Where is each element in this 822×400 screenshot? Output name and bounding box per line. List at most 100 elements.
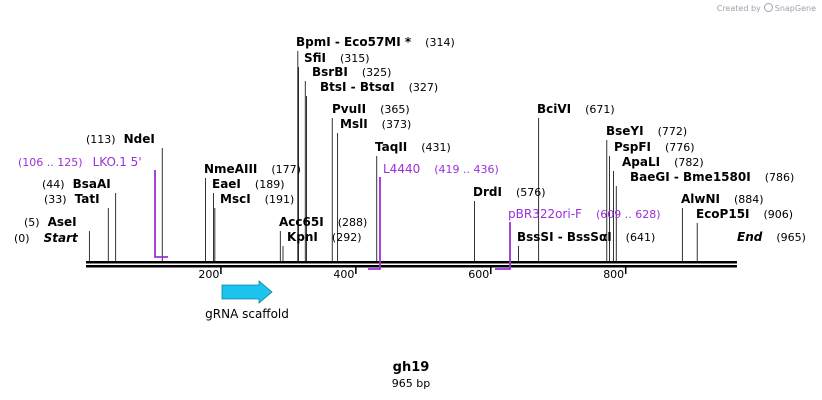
site-label[interactable]: (0) Start: [14, 231, 79, 245]
site-name: PvuII: [332, 102, 366, 116]
site-name: SfiI: [304, 51, 326, 65]
site-coordinate: (113): [86, 133, 116, 146]
site-label[interactable]: EcoP15I (906): [696, 207, 793, 221]
site-name: MslI: [340, 117, 368, 131]
site-coordinate: (5): [24, 216, 40, 229]
site-name: BaeGI - Bme1580I: [630, 170, 751, 184]
site-name: ApaLI: [622, 155, 660, 169]
primer-name: L4440: [383, 162, 420, 176]
site-label[interactable]: SfiI (315): [304, 51, 370, 65]
site-label[interactable]: BtsI - BtsαI(327): [320, 80, 438, 94]
site-coordinate: (671): [585, 103, 615, 116]
site-label[interactable]: ApaLI (782): [622, 155, 704, 169]
ruler-tick-label: 600: [468, 268, 489, 281]
site-name: MscI: [220, 192, 251, 206]
site-coordinate: (965): [776, 231, 806, 244]
backbone-strand-top: [86, 261, 737, 264]
site-name: BciVI: [537, 102, 571, 116]
site-coordinate: (315): [340, 52, 370, 65]
site-name: KpnI: [287, 230, 318, 244]
site-label[interactable]: DrdI (576): [473, 185, 546, 199]
site-label[interactable]: TaqII (431): [375, 140, 451, 154]
site-label[interactable]: (113) NdeI: [86, 132, 155, 146]
site-name: EcoP15I: [696, 207, 750, 221]
site-name: EaeI: [212, 177, 241, 191]
primer-label[interactable]: L4440(419 .. 436): [383, 162, 499, 176]
site-name: PspFI: [614, 140, 651, 154]
site-label[interactable]: KpnI (292): [287, 230, 362, 244]
primer-marker[interactable]: [154, 170, 168, 258]
primer-range: (609 .. 628): [596, 208, 661, 221]
site-name: BsaAI: [73, 177, 111, 191]
site-coordinate: (325): [362, 66, 392, 79]
primer-marker[interactable]: [368, 177, 381, 270]
backbone-strand-bottom: [86, 265, 737, 268]
site-coordinate: (906): [764, 208, 794, 221]
site-name: NmeAIII: [204, 162, 257, 176]
sequence-name: gh19: [392, 360, 430, 375]
site-label[interactable]: MscI(191): [220, 192, 294, 206]
site-label[interactable]: MslI(373): [340, 117, 411, 131]
site-name: BssSI - BssSαI: [517, 230, 612, 244]
site-coordinate: (772): [658, 125, 688, 138]
site-name: BseYI: [606, 124, 644, 138]
feature-track: gRNA scaffold: [205, 280, 289, 321]
site-coordinate: (44): [42, 178, 65, 191]
site-coordinate: (641): [626, 231, 656, 244]
ruler-ticks: 200 400 600 800: [198, 267, 627, 281]
site-name: TaqII: [375, 140, 407, 154]
site-label[interactable]: BsrBI (325): [312, 65, 391, 79]
site-label[interactable]: (33)TatI: [44, 192, 100, 206]
site-coordinate: (33): [44, 193, 67, 206]
restriction-sites: (0) Start (5)AseI (33)TatI(44) BsaAI (113) Nde…: [14, 35, 806, 261]
site-name: DrdI: [473, 185, 502, 199]
ruler-tick-label: 800: [603, 268, 624, 281]
primer-sites: (106 .. 125) LKO.1 5' L4440(419 .. 436) pBR…: [18, 155, 661, 270]
site-coordinate: (431): [421, 141, 451, 154]
site-coordinate: (288): [338, 216, 368, 229]
site-label[interactable]: BseYI (772): [606, 124, 687, 138]
site-label[interactable]: AlwNI (884): [681, 192, 764, 206]
site-name: BtsI - BtsαI: [320, 80, 395, 94]
primer-range: (106 .. 125): [18, 156, 83, 169]
site-name: NdeI: [124, 132, 155, 146]
site-coordinate: (884): [734, 193, 764, 206]
site-label[interactable]: PspFI (776): [614, 140, 695, 154]
site-label[interactable]: End (965): [737, 230, 806, 244]
ruler-tick-label: 400: [333, 268, 354, 281]
watermark-brand: SnapGene: [774, 4, 816, 13]
site-name: Start: [44, 231, 79, 245]
site-coordinate: (365): [380, 103, 410, 116]
site-label[interactable]: EaeI(189): [212, 177, 285, 191]
site-label[interactable]: PvuII (365): [332, 102, 410, 116]
site-name: BpmI - Eco57MI *: [296, 35, 412, 49]
site-label[interactable]: NmeAIII(177): [204, 162, 301, 176]
site-name: AlwNI: [681, 192, 720, 206]
feature-arrow[interactable]: [221, 280, 273, 304]
feature-label[interactable]: gRNA scaffold: [205, 307, 289, 321]
ruler-tick-label: 200: [198, 268, 219, 281]
site-name: Acc65I: [279, 215, 324, 229]
primer-name: LKO.1 5': [93, 155, 142, 169]
primer-label[interactable]: (106 .. 125) LKO.1 5': [18, 155, 142, 169]
primer-label[interactable]: pBR322ori-F (609 .. 628): [508, 207, 661, 221]
site-label[interactable]: BssSI - BssSαI (641): [517, 230, 655, 244]
site-label[interactable]: (5)AseI: [24, 215, 77, 229]
site-label[interactable]: (44) BsaAI: [42, 177, 111, 191]
primer-name: pBR322ori-F: [508, 207, 582, 221]
site-coordinate: (782): [674, 156, 704, 169]
site-name: BsrBI: [312, 65, 348, 79]
site-label[interactable]: Acc65I (288): [279, 215, 367, 229]
site-label[interactable]: BciVI (671): [537, 102, 615, 116]
site-coordinate: (0): [14, 232, 30, 245]
site-label[interactable]: BaeGI - Bme1580I(786): [630, 170, 794, 184]
site-label[interactable]: BpmI - Eco57MI *(314): [296, 35, 455, 49]
site-name: End: [737, 230, 763, 244]
site-coordinate: (776): [665, 141, 695, 154]
site-coordinate: (576): [516, 186, 546, 199]
snapgene-logo-icon: [763, 3, 773, 12]
sequence-backbone: [86, 261, 737, 268]
primer-marker[interactable]: [495, 222, 511, 270]
site-coordinate: (292): [332, 231, 362, 244]
